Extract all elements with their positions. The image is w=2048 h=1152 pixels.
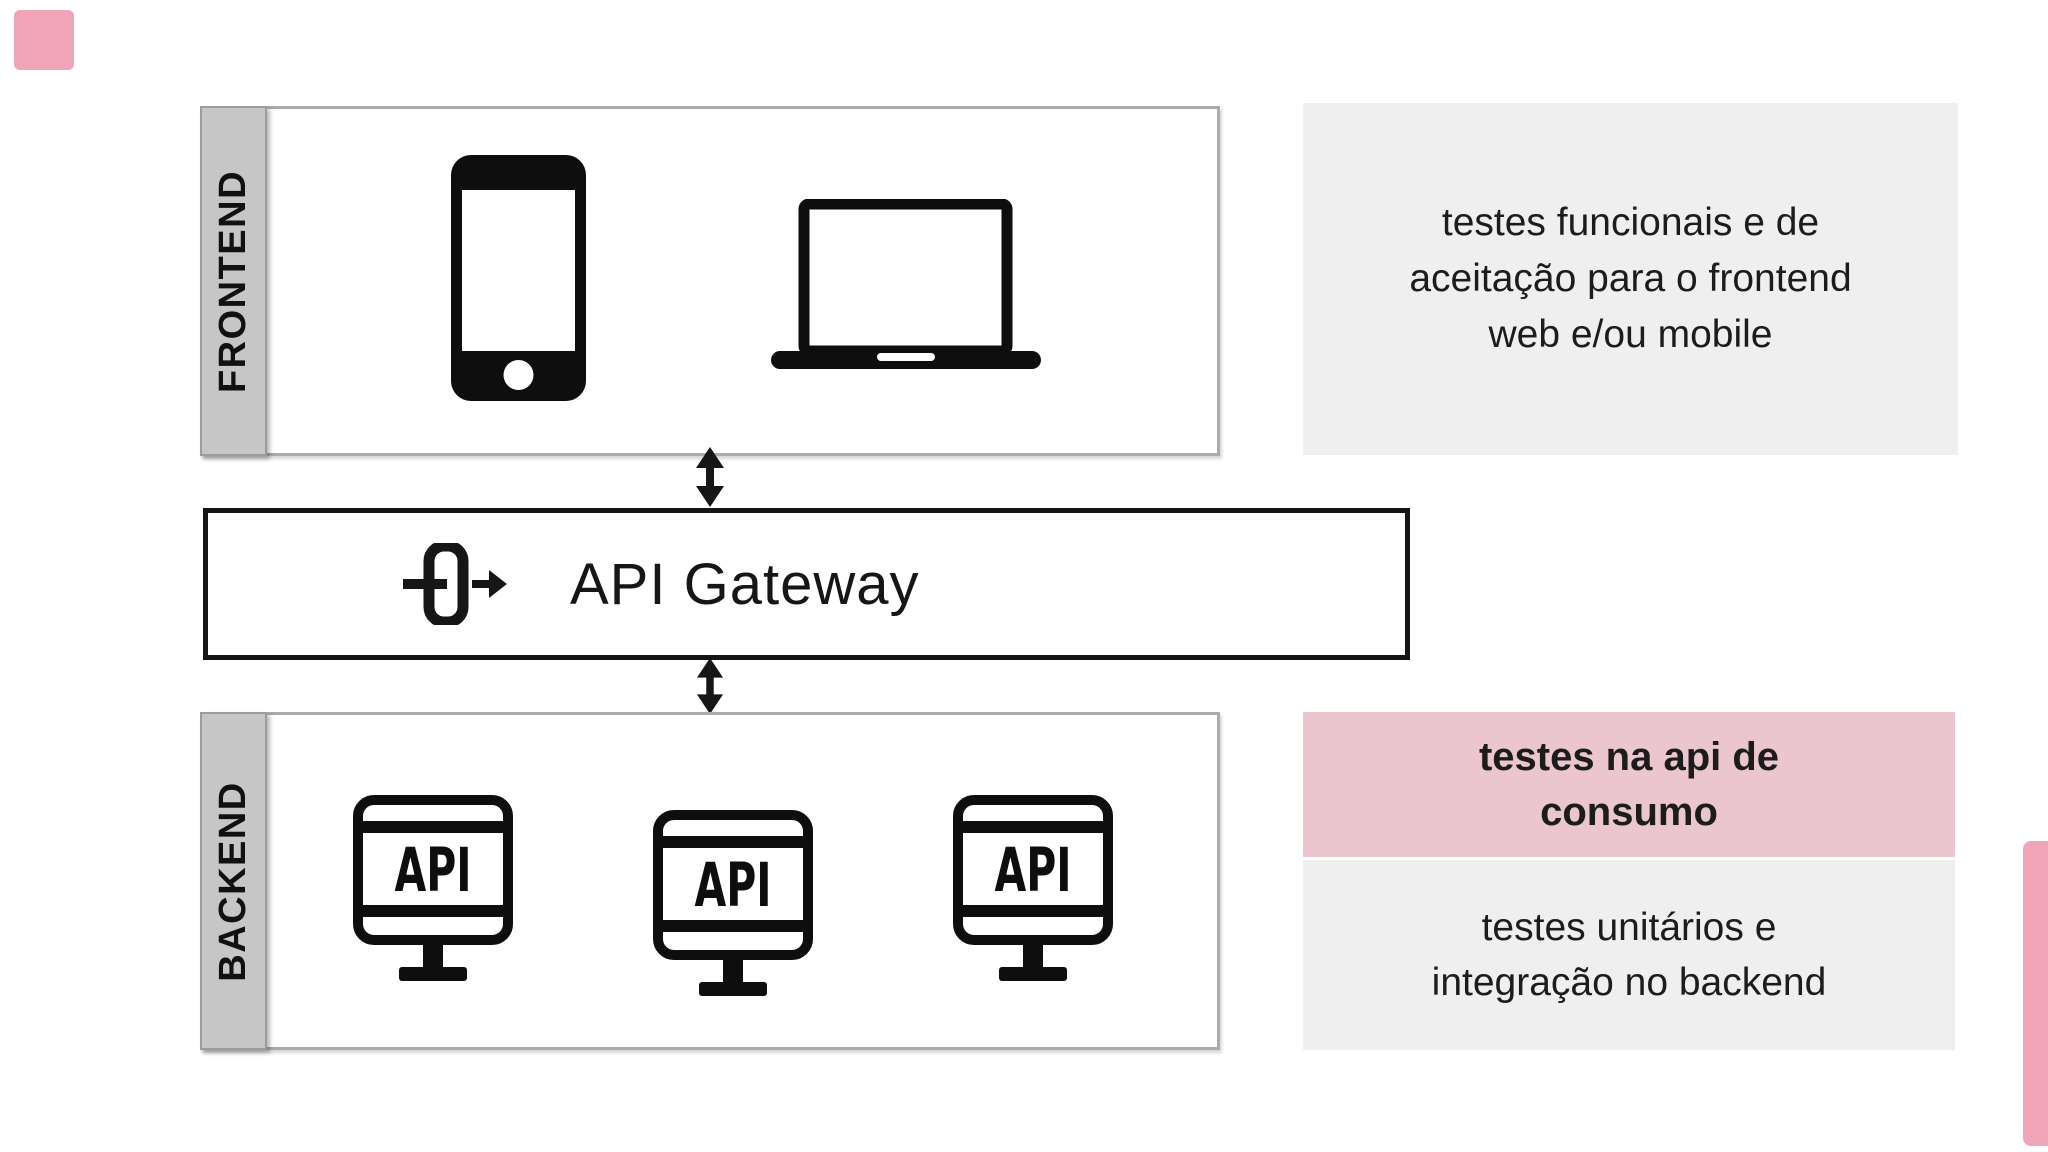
arrow-frontend-gateway — [696, 447, 724, 507]
pink-accent-square — [14, 10, 74, 70]
backend-band: BACKEND — [200, 712, 267, 1050]
api-server-monitor-icon: API — [353, 795, 513, 981]
note-line: testes na api de — [1478, 734, 1780, 779]
backend-tests-note: testes unitários e integração no backend — [1303, 860, 1955, 1050]
api-text: API — [994, 836, 1071, 906]
api-server-monitor-icon: API — [653, 810, 813, 996]
frontend-tests-note: testes funcionais e de aceitação para o … — [1303, 103, 1958, 455]
smartphone-icon — [451, 155, 586, 401]
api-consumption-tests-note: testes na api de consumo — [1303, 712, 1955, 857]
frontend-layer-box: FRONTEND — [200, 106, 1220, 456]
api-gateway-box: API Gateway — [203, 508, 1410, 660]
api-text: API — [394, 836, 471, 906]
arrow-gateway-backend — [696, 658, 724, 714]
api-text: API — [694, 851, 771, 921]
note-line: web e/ou mobile — [1488, 313, 1773, 356]
note-line: aceitação para o frontend — [1409, 257, 1852, 300]
note-line: testes unitários e — [1481, 906, 1777, 949]
note-line: integração no backend — [1431, 961, 1827, 1004]
backend-layer-box: BACKEND API API A — [200, 712, 1220, 1050]
pink-accent-strip — [2023, 841, 2048, 1146]
note-line: testes funcionais e de — [1441, 201, 1820, 244]
api-passthrough-arrow-icon — [403, 543, 507, 625]
backend-band-label: BACKEND — [212, 780, 254, 982]
laptop-icon — [771, 199, 1041, 369]
note-line: consumo — [1540, 789, 1718, 834]
api-gateway-label: API Gateway — [570, 551, 920, 617]
frontend-band-label: FRONTEND — [212, 169, 255, 393]
api-server-monitor-icon: API — [953, 795, 1113, 981]
frontend-band: FRONTEND — [200, 106, 267, 456]
